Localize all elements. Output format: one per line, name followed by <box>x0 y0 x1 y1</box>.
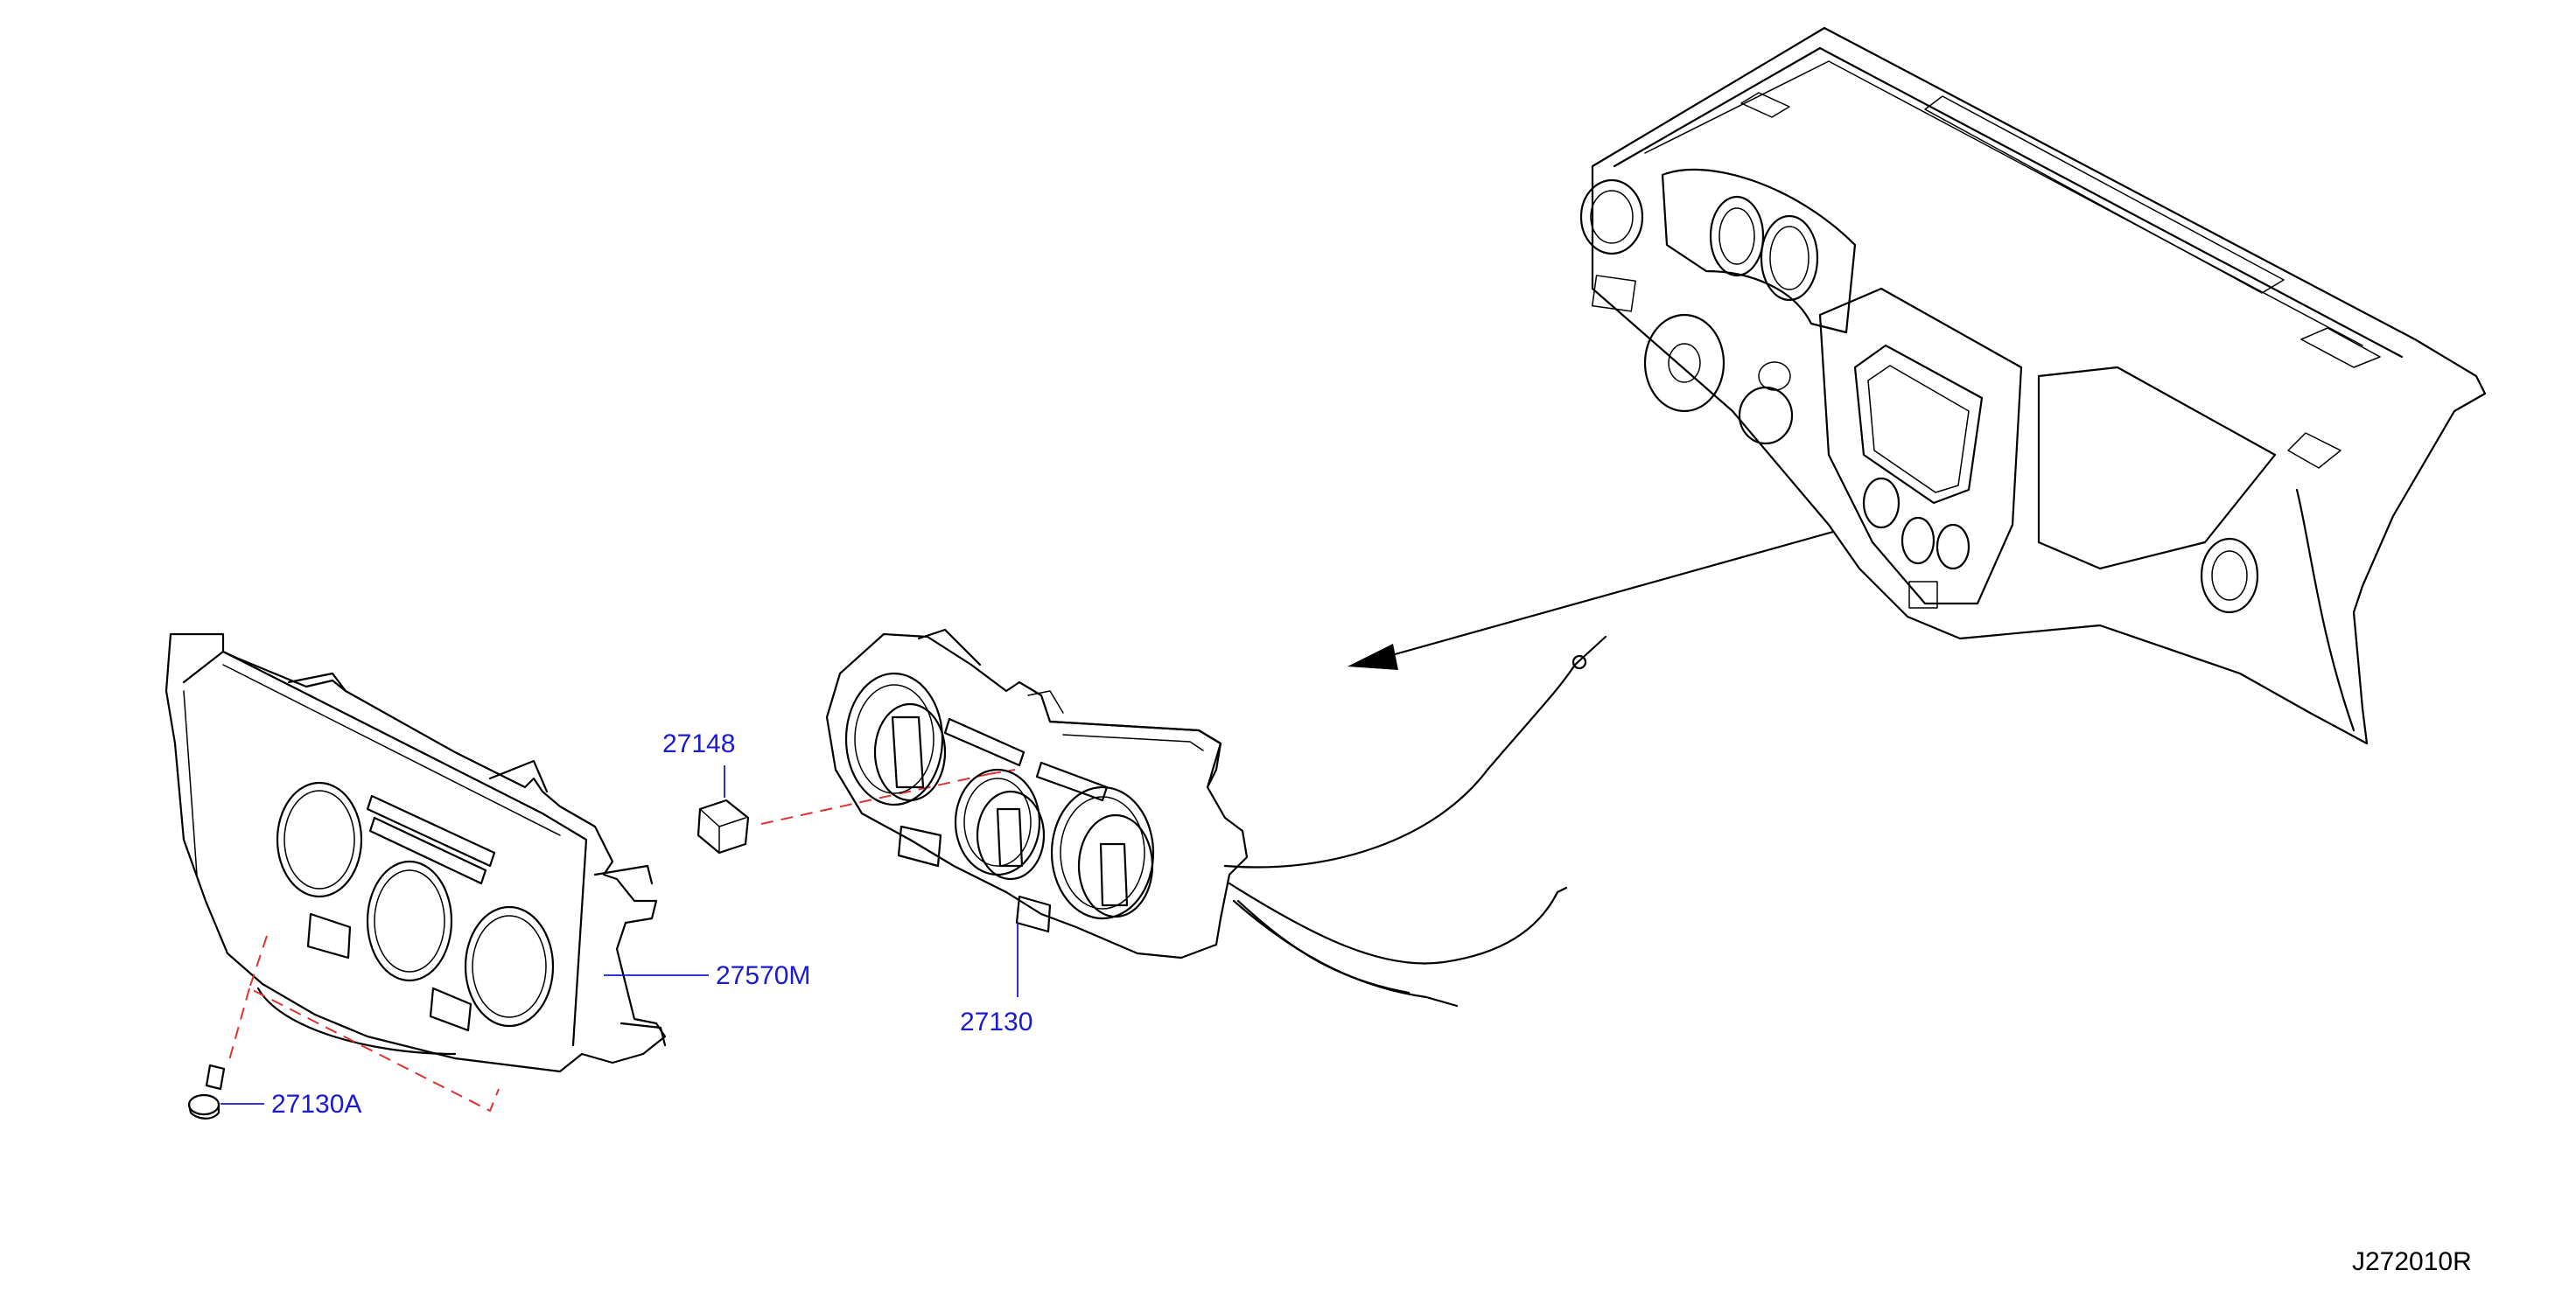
control-cables <box>1223 635 1607 1008</box>
finisher-panel <box>164 632 667 1073</box>
callout-27148: 27148 <box>662 729 735 758</box>
screw-part <box>187 1064 226 1120</box>
callout-leaders <box>220 765 1018 1105</box>
dashboard-illustration <box>1579 26 2487 745</box>
callout-27130A: 27130A <box>271 1090 361 1119</box>
dash-line-screw <box>248 935 500 1113</box>
assembly-arrow <box>1348 530 1835 670</box>
callout-27130: 27130 <box>960 1008 1032 1036</box>
diagram-id: J272010R <box>2352 1247 2472 1276</box>
knob-cap-part <box>696 799 750 855</box>
callout-27570M: 27570M <box>716 961 810 990</box>
heater-control-assembly <box>825 628 1249 960</box>
